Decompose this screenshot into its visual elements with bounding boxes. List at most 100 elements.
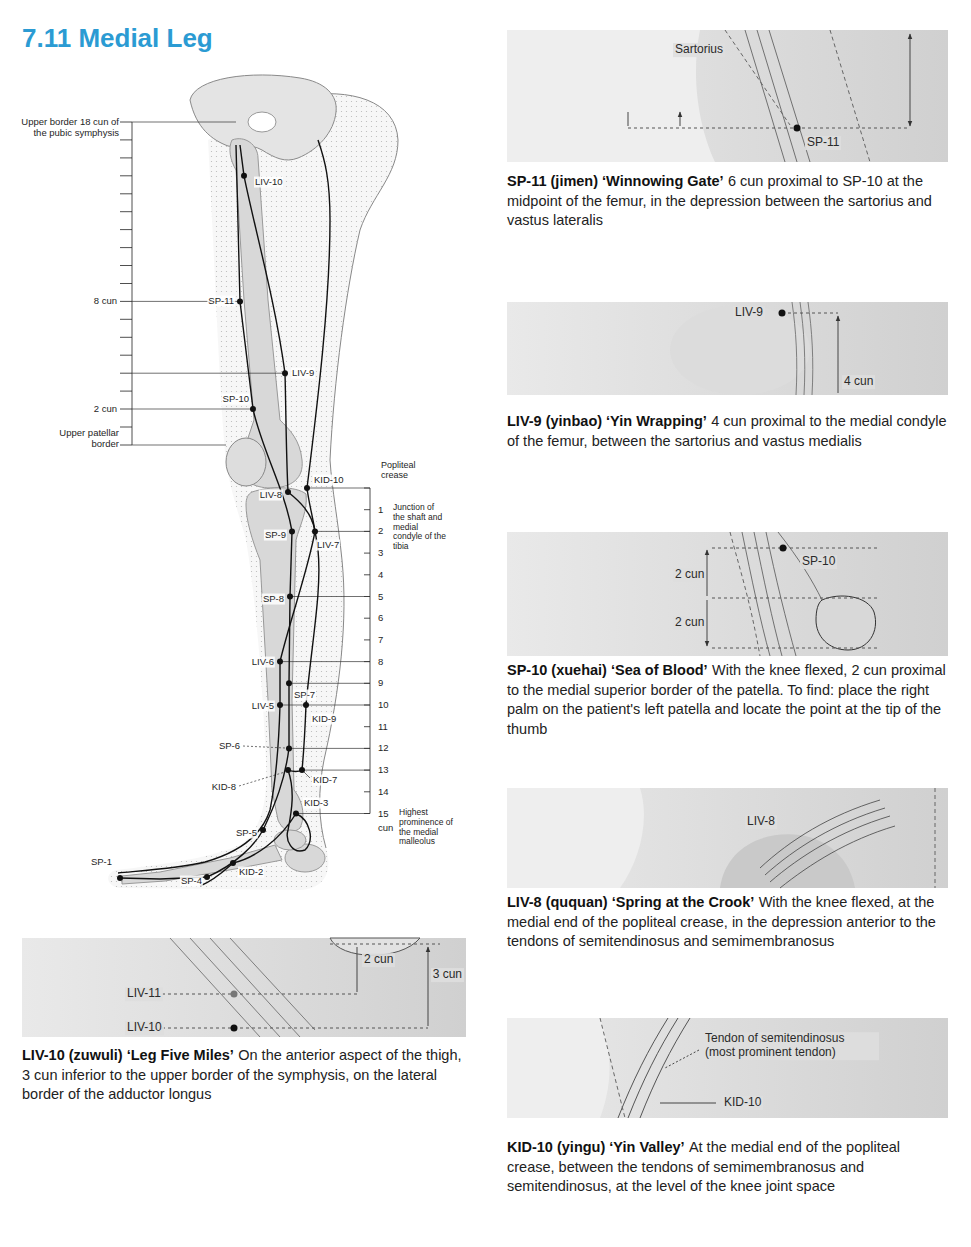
scale-number: 15 (377, 808, 390, 819)
point-label: KID-8 (211, 782, 237, 793)
point-label: KID-2 (238, 867, 264, 878)
photo-panel-liv10 (22, 938, 466, 1037)
acupoint-dot (312, 528, 318, 534)
ruler-label: Upper border 18 cun of the pubic symphys… (10, 117, 120, 139)
photo-panel-liv9 (838, 316, 839, 393)
photo-label: LIV-8 (745, 815, 777, 829)
scale-number: 3 (377, 548, 384, 559)
point-description: SP-10 (xuehai) ‘Sea of Blood’With the kn… (507, 661, 947, 739)
pelvis-bone (190, 75, 336, 160)
photo-panel: Tendon of semitendinosus (most prominent… (507, 1018, 948, 1118)
meridian-line (118, 145, 315, 873)
ruler-label: 2 cun (93, 404, 118, 415)
landmark-note: Highest prominence of the medial malleol… (398, 808, 464, 847)
pelvis-bone (248, 112, 276, 132)
description-heading: LIV-8 (ququan) ‘Spring at the Crook’ (507, 894, 754, 910)
photo-panel-liv8 (720, 834, 855, 888)
landmark-note: Junction of the shaft and medial condyle… (392, 503, 448, 552)
acupoint-dot (282, 370, 288, 376)
photo-panel-kid10 (507, 1018, 948, 1118)
point-label: SP-4 (180, 876, 203, 887)
description-heading: LIV-10 (zuwuli) ‘Leg Five Miles’ (22, 1047, 234, 1063)
photo-label: LIV-11 (125, 987, 163, 1001)
landmark-note: Popliteal crease (380, 460, 434, 481)
photo-panel-liv9 (507, 302, 948, 395)
point-label: LIV-10 (254, 177, 283, 188)
photo-panel-liv10 (330, 944, 440, 945)
scale-number: 13 (377, 765, 390, 776)
photo-panel-liv10 (170, 938, 315, 1037)
photo-panel-liv10 (162, 994, 428, 1028)
patella-bone (226, 438, 266, 486)
scale-number: 8 (377, 656, 384, 667)
ruler (120, 122, 370, 814)
acupoint-dot (237, 298, 243, 304)
photo-panel-liv8 (507, 788, 644, 888)
photo-panel-sp11 (507, 30, 948, 162)
ruler (364, 488, 370, 814)
photo-panel-liv10 (231, 991, 238, 998)
meridian-line (120, 145, 292, 879)
photo-panel-sp11 (507, 30, 948, 162)
photo-label: 2 cun (673, 568, 706, 582)
photo-panel-kid10 (507, 1018, 948, 1118)
photo-panel-liv8 (760, 800, 895, 888)
scale-number: 11 (377, 721, 389, 732)
photo-panel-sp10 (707, 550, 708, 646)
leg-skin (108, 94, 398, 890)
photo-panel-kid10 (507, 1018, 609, 1118)
photo-panel-sp10 (780, 545, 787, 552)
photo-panel-sp10 (730, 532, 760, 656)
point-description: LIV-9 (yinbao) ‘Yin Wrapping’4 cun proxi… (507, 412, 947, 451)
acupoint-dot (204, 874, 210, 880)
meridian-line (118, 140, 330, 886)
acupoint-dot (241, 173, 247, 179)
description-heading: SP-11 (jimen) ‘Winnowing Gate’ (507, 173, 724, 189)
point-description: LIV-10 (zuwuli) ‘Leg Five Miles’On the a… (22, 1046, 467, 1105)
acupoint-dot (285, 767, 291, 773)
photo-label: 4 cun (842, 375, 875, 389)
point-label: KID-9 (311, 714, 337, 725)
photo-panel-liv10 (357, 947, 428, 1026)
description-heading: KID-10 (yingu) ‘Yin Valley’ (507, 1139, 685, 1155)
photo-panel-liv9 (782, 313, 838, 314)
scale-number: 12 (377, 743, 390, 754)
point-label: SP-1 (90, 857, 113, 868)
page-title: 7.11 Medial Leg (22, 24, 213, 54)
photo-label: 2 cun (673, 616, 706, 630)
photo-panel-kid10 (665, 1050, 699, 1068)
acupoint-dot (117, 173, 318, 881)
foot-bone (274, 830, 306, 850)
acupoint-dot (286, 745, 292, 751)
photo-label: LIV-9 (733, 306, 765, 320)
photo-panel-liv9 (670, 305, 810, 395)
photo-label: Sartorius (673, 43, 725, 57)
photo-label: LIV-10 (125, 1021, 164, 1035)
acupoint-dot (230, 860, 236, 866)
point-label: KID-7 (312, 775, 338, 786)
photo-panel-liv10 (22, 938, 466, 1037)
photo-panel-liv9 (792, 302, 813, 395)
acupoint-dot (117, 875, 123, 881)
photo-label: 2 cun (362, 953, 395, 967)
photo-panel: LIV-8 (507, 788, 948, 888)
acupoint-dot (277, 702, 283, 708)
photo-panel-sp10 (507, 532, 948, 656)
scale-unit: cun (377, 823, 394, 834)
scale-number: 1 (377, 504, 384, 515)
acupoint-dot (277, 659, 283, 665)
photo-panel-sp10 (507, 532, 948, 656)
scale-number: 14 (377, 786, 390, 797)
acupoint-dot (289, 528, 295, 534)
photo-panel-sp11 (794, 125, 801, 132)
point-label: KID-10 (313, 475, 345, 486)
reference-line (280, 488, 370, 814)
acupoint-dot (250, 406, 256, 412)
scale-number: 2 (377, 526, 384, 537)
ruler-label: Upper patellar border (58, 428, 120, 450)
scale-number: 9 (377, 678, 384, 689)
point-label: LIV-8 (259, 490, 283, 501)
photo-panel-sp11 (628, 112, 680, 126)
acupoint-dot (260, 827, 266, 833)
